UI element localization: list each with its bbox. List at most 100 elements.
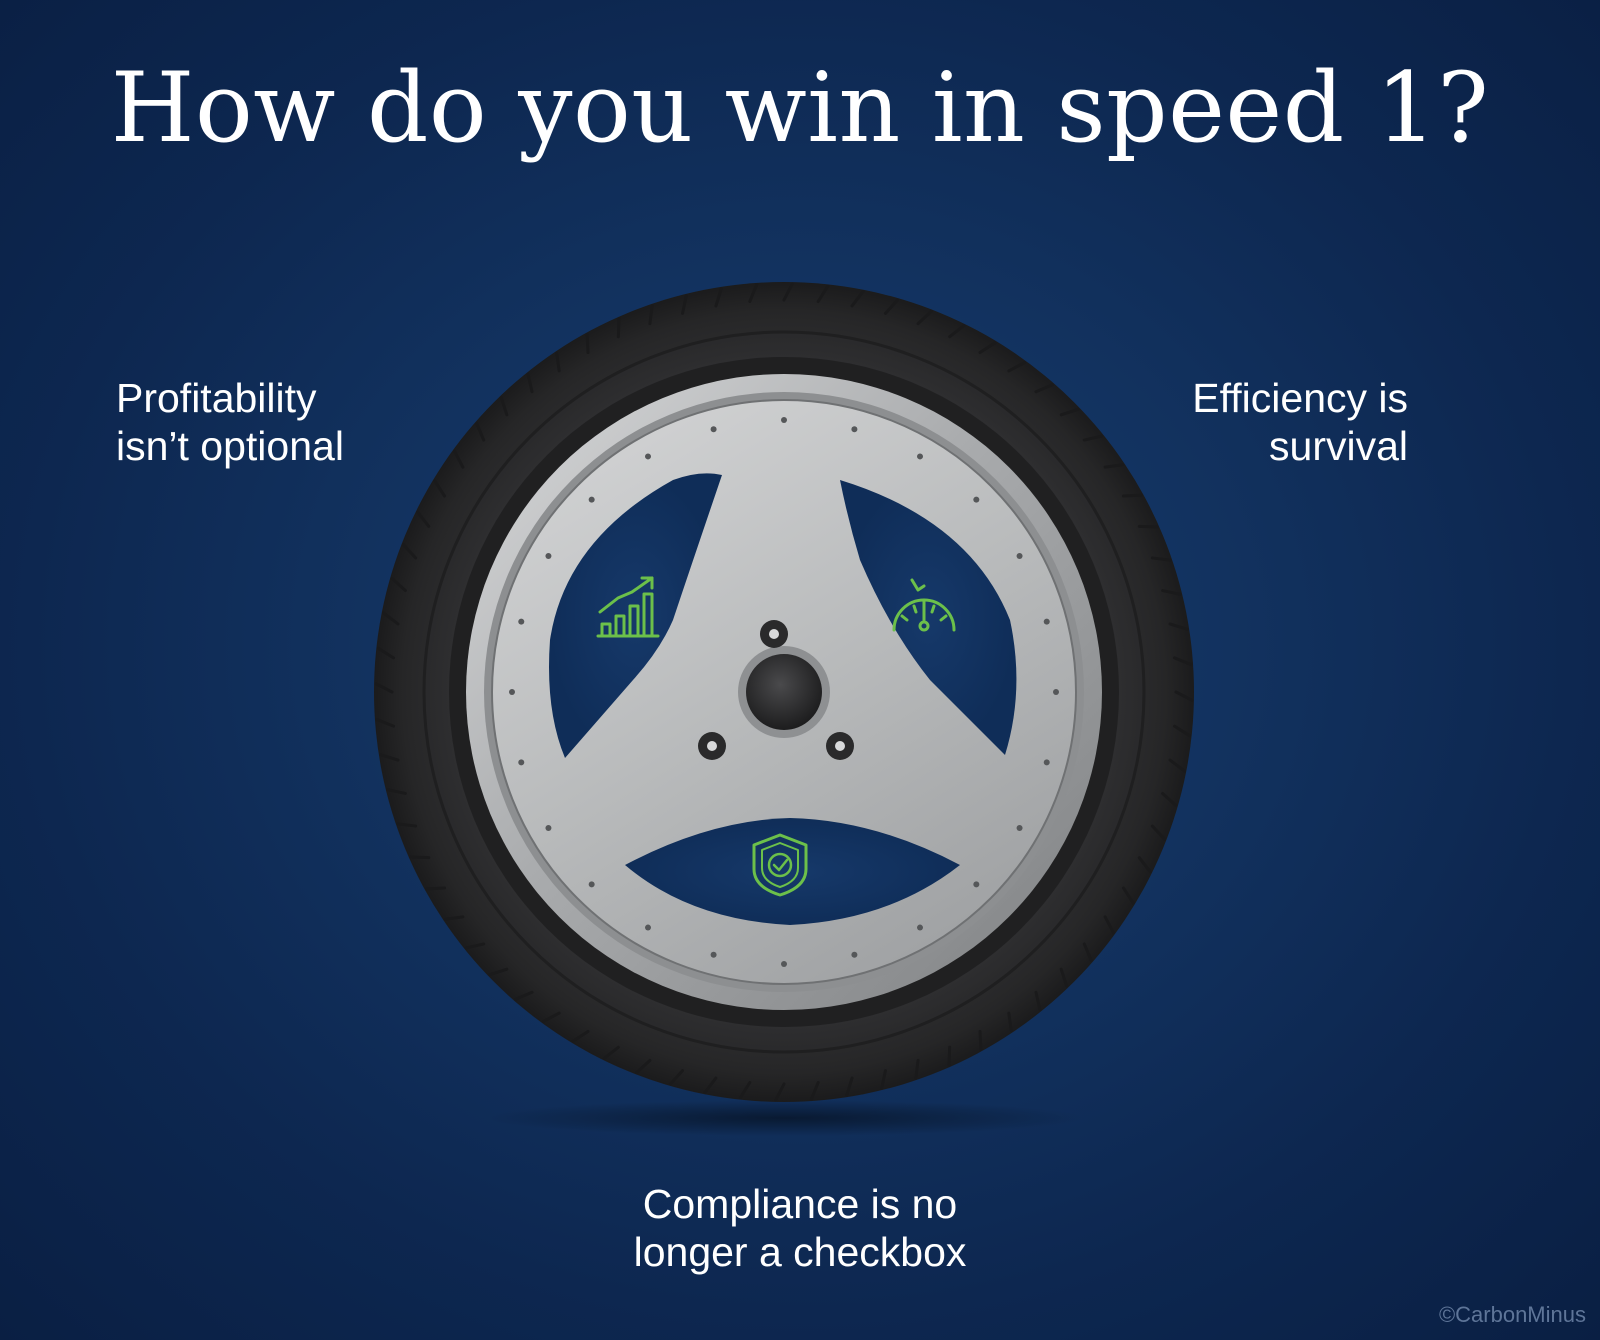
tire-tread — [390, 577, 407, 593]
window-bottom — [625, 818, 960, 925]
tire-tread — [1174, 690, 1194, 702]
tire-tread — [433, 479, 447, 498]
rim-bolt — [588, 881, 595, 888]
caption-profitability: Profitability isn’t optional — [116, 374, 344, 470]
tire-tread — [1150, 824, 1167, 841]
tire-tread — [571, 1029, 590, 1043]
tire-tread — [914, 1058, 920, 1080]
tire-tread — [782, 282, 794, 302]
window-upper-left — [549, 473, 722, 758]
tire-tread — [681, 294, 688, 315]
rim-bolt — [518, 618, 525, 625]
tire-tread — [1103, 463, 1125, 469]
rim-bolt — [973, 496, 980, 503]
wheel-svg — [374, 282, 1194, 1136]
rim-bolt — [1043, 759, 1050, 766]
tire-tread — [1173, 656, 1193, 667]
tire-tread — [616, 317, 621, 339]
rim-bolt — [781, 417, 787, 423]
tire-tread — [738, 1081, 752, 1100]
tire-tread — [386, 788, 407, 795]
tire-tread — [416, 510, 431, 528]
tire-tread — [714, 287, 723, 308]
tire-tread — [555, 351, 561, 373]
tire-tread — [1168, 758, 1186, 773]
caption-compliance-line-2: longer a checkbox — [633, 1229, 967, 1275]
tire-tread — [541, 1011, 561, 1023]
rim-bolt — [518, 759, 525, 766]
tire-tread — [1121, 886, 1135, 905]
tire-tread — [948, 324, 966, 339]
tire-tread — [748, 283, 759, 303]
shield-check-icon — [752, 833, 808, 897]
rim-bolt — [973, 881, 980, 888]
speedometer-icon — [892, 578, 956, 632]
caption-efficiency: Efficiency is survival — [1192, 374, 1408, 470]
tire-tread — [382, 611, 400, 626]
rim-bolt — [917, 924, 923, 931]
lug-nut-left-core — [707, 741, 717, 751]
tire-tread — [443, 915, 465, 921]
caption-efficiency-line-2: survival — [1269, 423, 1408, 469]
tire-tread — [396, 822, 418, 828]
tire-tread — [602, 1045, 620, 1060]
tire-tread — [816, 284, 830, 303]
rim-bolt — [1053, 689, 1059, 695]
tire-tread — [774, 1082, 786, 1102]
tire-tread — [850, 290, 865, 308]
rim-bolt — [545, 825, 552, 831]
tire-tread — [978, 1029, 983, 1051]
rim-bolt — [851, 426, 858, 433]
caption-efficiency-line-1: Efficiency is — [1192, 375, 1408, 421]
tire-tread — [880, 1069, 887, 1090]
tire-tread — [648, 304, 654, 326]
lug-nut-top-core — [769, 629, 779, 639]
tire-tread — [526, 372, 534, 394]
tire-treads — [374, 282, 1194, 1102]
rim-bolt — [545, 553, 552, 559]
tire-tread — [409, 855, 431, 860]
tire-tread — [488, 967, 509, 977]
tire-tread — [464, 942, 486, 950]
window-upper-right — [840, 480, 1017, 755]
tire-tread — [1059, 967, 1069, 988]
tire-tread — [1137, 856, 1152, 874]
rim-bolt — [645, 453, 651, 460]
rim-bolt — [851, 951, 858, 958]
watermark: ©CarbonMinus — [1438, 1302, 1586, 1327]
rim-bolt — [1016, 553, 1023, 559]
tire-tread — [375, 717, 395, 728]
tire-tread — [1059, 407, 1080, 417]
tire-tread — [499, 396, 509, 417]
hub-center — [746, 654, 822, 730]
growth-chart-icon — [596, 576, 660, 638]
rim-bolt — [917, 453, 923, 460]
tire-tread — [1034, 990, 1042, 1012]
lug-nuts — [698, 620, 854, 760]
rim-face-edge — [491, 399, 1077, 985]
tire-tread — [1137, 524, 1159, 529]
tire-tread — [376, 646, 395, 660]
rim-bolt — [1043, 618, 1050, 625]
tire-tread — [1161, 589, 1182, 596]
rim-bolt — [509, 689, 515, 695]
tire-tread — [916, 309, 933, 326]
rim-bolts — [509, 417, 1059, 967]
caption-compliance: Compliance is no longer a checkbox — [0, 1180, 1600, 1276]
rim-bolt — [710, 426, 717, 433]
tire-tread — [514, 990, 534, 1001]
rim-bolt — [781, 961, 787, 967]
headline: How do you win in speed 1? — [110, 52, 1490, 164]
tire-tread — [809, 1081, 820, 1101]
caption-compliance-line-1: Compliance is no — [642, 1181, 958, 1227]
lug-nut-right-core — [835, 741, 845, 751]
tire-tread — [1007, 1011, 1013, 1033]
tire-tread — [635, 1058, 652, 1075]
rim-bolt — [1016, 825, 1023, 831]
tire-tread — [1082, 434, 1104, 442]
tire-tread — [703, 1076, 718, 1094]
tire-tread — [669, 1069, 685, 1086]
tire-tread — [379, 753, 400, 762]
tire-tread — [947, 1045, 952, 1067]
tire-tread — [1173, 724, 1192, 738]
